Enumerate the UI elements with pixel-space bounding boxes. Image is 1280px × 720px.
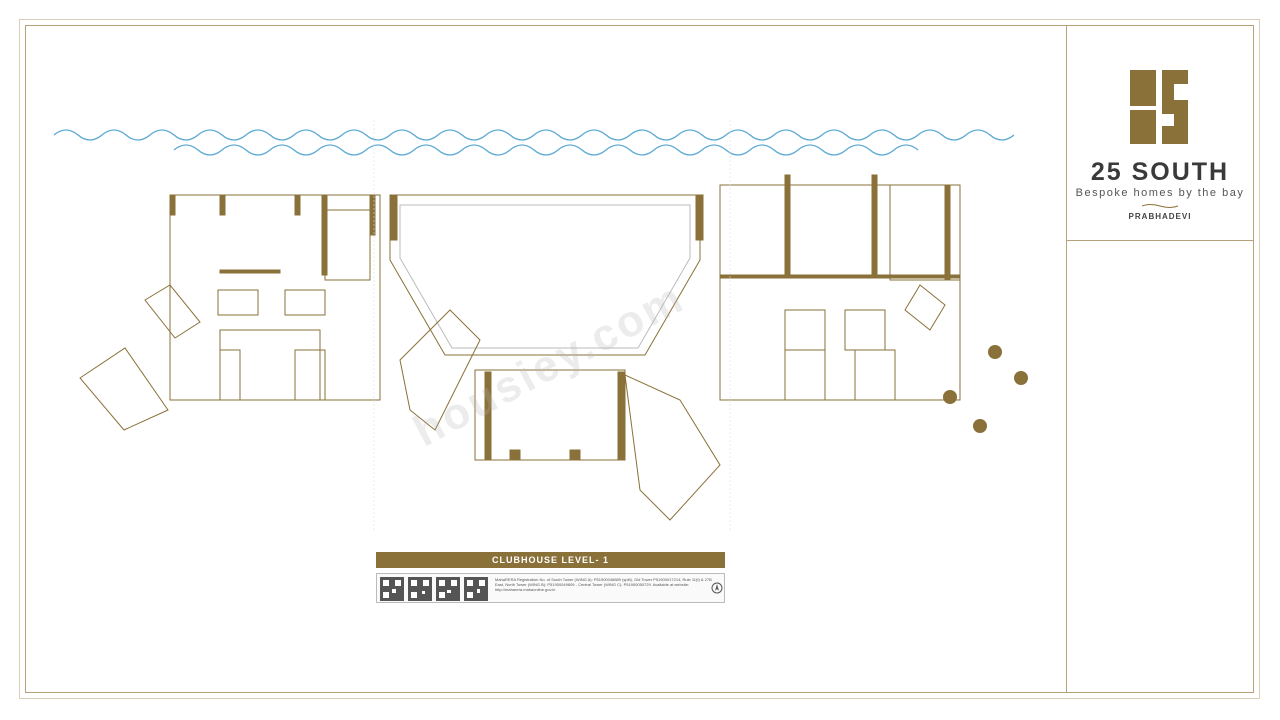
left-wing	[169, 194, 381, 401]
right-wing	[719, 174, 961, 401]
qr-code-icon	[380, 577, 404, 601]
brand-panel	[1066, 25, 1254, 693]
right-bollards	[943, 345, 1028, 433]
level-title: CLUBHOUSE LEVEL- 1	[376, 552, 725, 568]
sea-waves	[53, 129, 1015, 156]
brand-location: PRABHADEVI	[1128, 212, 1192, 221]
brand-panel-divider	[1066, 240, 1254, 241]
qr-code-icon	[464, 577, 488, 601]
page-frame	[25, 25, 1254, 693]
central-lower-block	[399, 309, 721, 521]
qr-code-icon	[408, 577, 432, 601]
brand-logo-icon	[1130, 70, 1188, 144]
left-satellite	[79, 284, 201, 431]
outer-border	[19, 19, 1260, 699]
floor-plan	[53, 120, 1028, 530]
north-arrow-icon	[711, 582, 723, 594]
brand-tagline: Bespoke homes by the bay	[1075, 187, 1245, 199]
rera-text: MahaRERA Registration No. of South Tower…	[495, 577, 712, 592]
qr-code-icon	[436, 577, 460, 601]
tagline-underline-icon	[1141, 204, 1179, 208]
brand-name: 25 SOUTH	[1090, 158, 1230, 186]
rera-info-box: MahaRERA Registration No. of South Tower…	[376, 573, 725, 603]
central-pool	[389, 194, 704, 356]
